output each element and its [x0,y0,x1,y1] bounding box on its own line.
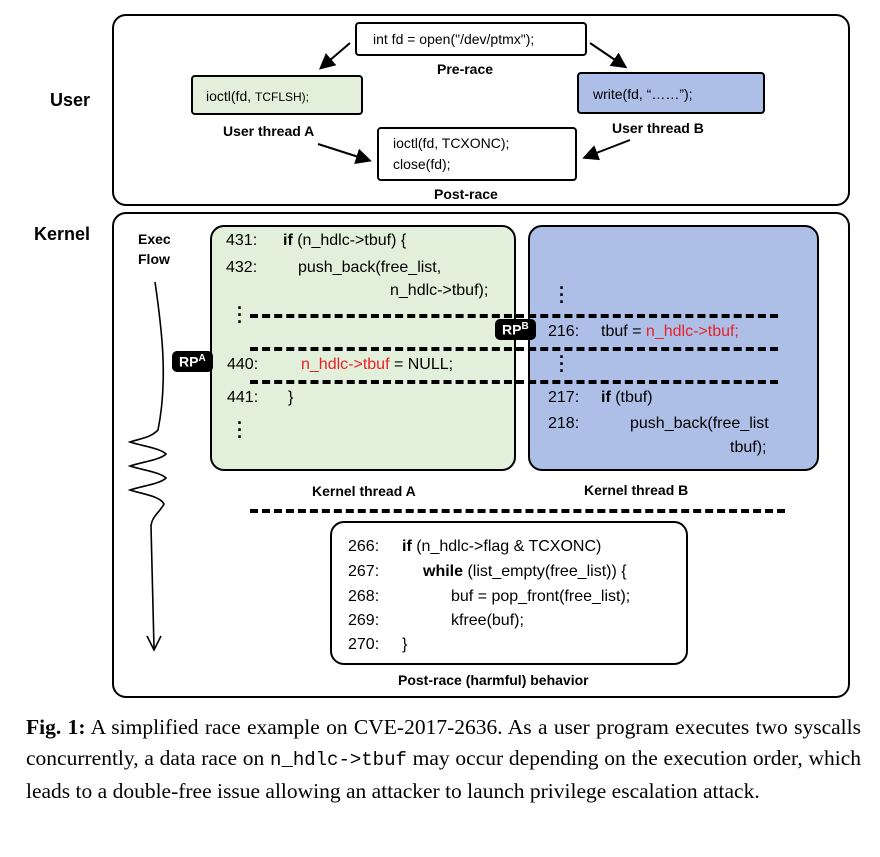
race-boundary-dash-3 [250,380,778,384]
post-race-line2: close(fd); [393,156,451,172]
prb-line-266-code: if (n_hdlc->flag & TCXONC) [402,538,602,555]
post-race-behavior-label: Post-race (harmful) behavior [398,672,589,688]
arrow-thread-b-to-post [582,139,631,161]
caption-text-2: may occur depending on the execution ord… [26,746,861,803]
kernel-thread-a-label: Kernel thread A [312,483,416,499]
prb-line-269-code: kfree(buf); [451,612,524,629]
prb-line-266: 266: [348,538,380,555]
user-thread-b-label: User thread B [612,120,704,136]
exec-flow-arrowhead [146,635,162,652]
kernel-space-frame [112,212,850,698]
post-race-line1: ioctl(fd, TCXONC); [393,135,510,151]
post-race-label: Post-race [434,186,498,202]
ktb-line-216-code: tbuf = n_hdlc->tbuf; [601,323,739,340]
caption-text-1: A simplified race example on CVE-2017-26… [26,715,861,770]
caption-code-term: n_hdlc->tbuf [270,749,407,771]
arrow-pre-to-thread-b [589,42,628,69]
prb-line-267: 267: [348,563,380,580]
exec-flow-label: Exec Flow [138,229,171,269]
kta-line-432-code: push_back(free_list, [298,259,442,276]
kernel-thread-b-label: Kernel thread B [584,482,689,498]
caption-fig-label: Fig. 1: [26,715,86,739]
prb-line-270: 270: [348,636,380,653]
user-thread-a-label: User thread A [223,123,315,139]
user-space-frame [112,14,850,206]
arrow-thread-a-to-post [317,143,372,164]
kta-line-432-cont: n_hdlc->tbuf); [390,282,489,299]
user-thread-a-box: ioctl(fd, TCFLSH); [191,75,363,115]
prb-line-270-code: } [402,636,408,653]
kta-line-431: 431: [226,232,258,249]
pre-race-label: Pre-race [437,61,494,77]
kta-line-441: 441: [227,389,259,406]
kta-line-441-code: } [288,389,294,406]
ktb-ellipsis-2: ··· [559,347,565,381]
post-race-box: ioctl(fd, TCXONC); close(fd); [377,127,577,181]
exec-flow-label-line1: Exec [138,231,171,247]
kta-line-440: 440: [227,356,259,373]
prb-line-268: 268: [348,588,380,605]
race-point-b-badge: RPB [495,319,536,340]
post-race-behavior-box [330,521,688,665]
ktb-ellipsis-1: ··· [559,278,565,312]
user-thread-a-code: ioctl(fd, TCFLSH); [206,88,310,104]
kernel-section-label: Kernel [34,224,91,244]
ktb-line-217: 217: [548,389,580,406]
ktb-line-217-code: if (tbuf) [601,389,653,406]
pre-race-code: int fd = open("/dev/ptmx"); [373,31,535,47]
ktb-line-218-code: push_back(free_list [630,415,769,432]
user-thread-b-code: write(fd, “……”); [593,86,693,102]
post-race-separator-dash [250,509,785,513]
prb-line-267-code: while (list_empty(free_list)) { [423,563,627,580]
arrow-pre-to-thread-a [318,42,351,70]
ktb-line-218-cont: tbuf); [730,439,767,456]
race-boundary-dash-1 [250,314,778,318]
kta-ellipsis-2: ··· [237,413,243,447]
kta-line-440-code: n_hdlc->tbuf = NULL; [301,356,454,373]
race-point-a-badge: RPA [172,351,213,372]
figure-caption: Fig. 1: A simplified race example on CVE… [26,712,861,807]
prb-line-269: 269: [348,612,380,629]
user-thread-b-box: write(fd, “……”); [577,72,765,114]
pre-race-box: int fd = open("/dev/ptmx"); [355,22,587,56]
ktb-line-216: 216: [548,323,580,340]
kta-line-431-code: if (n_hdlc->tbuf) { [283,232,407,249]
exec-flow-arrow [127,281,168,649]
exec-flow-label-line2: Flow [138,251,170,267]
kta-line-432: 432: [226,259,258,276]
user-section-label: User [50,90,91,110]
prb-line-268-code: buf = pop_front(free_list); [451,588,631,605]
kta-ellipsis-1: ··· [237,298,243,332]
race-boundary-dash-2 [250,347,778,351]
ktb-line-218: 218: [548,415,580,432]
